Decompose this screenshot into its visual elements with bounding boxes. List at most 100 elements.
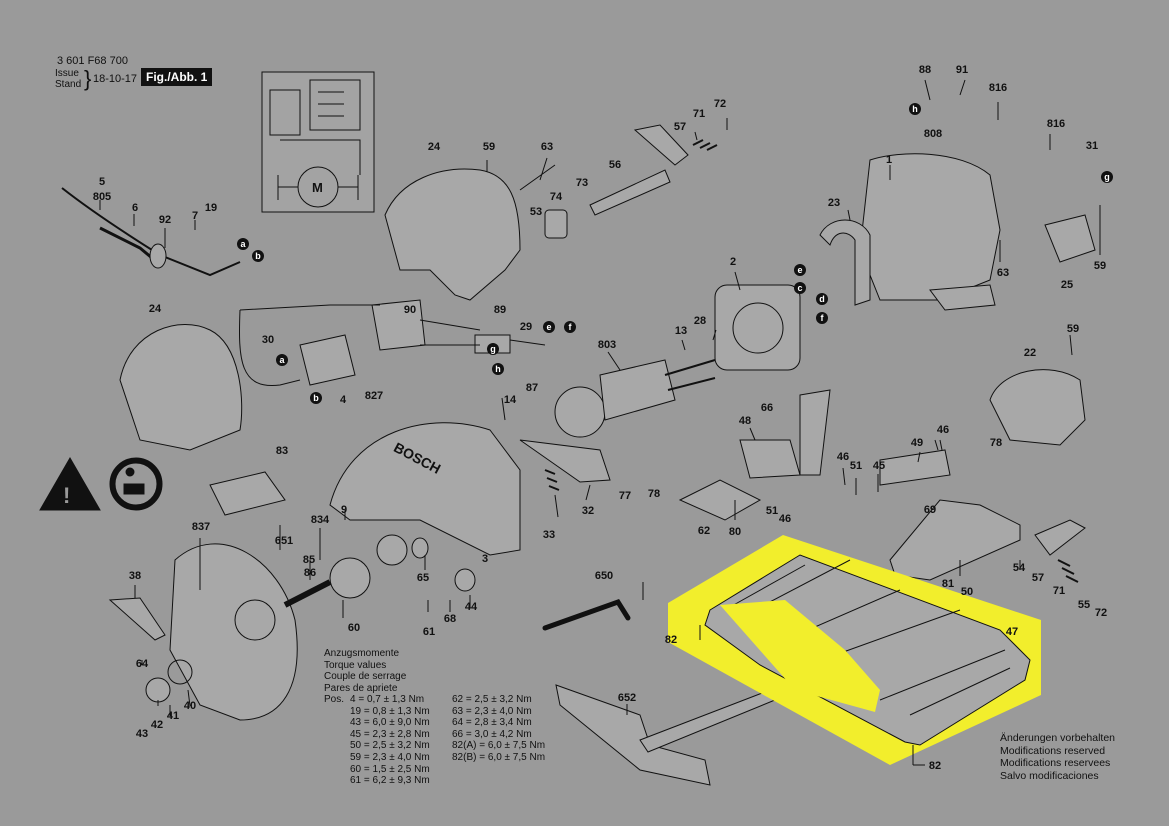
part-label-25: 25	[1060, 279, 1074, 291]
wire-marker-h: h	[909, 103, 921, 115]
part-label-59: 59	[482, 141, 496, 153]
figure-label: Fig./Abb. 1	[141, 68, 213, 86]
part-label-13: 13	[674, 325, 688, 337]
part-label-56: 56	[608, 159, 622, 171]
wire-marker-e: e	[543, 321, 555, 333]
part-label-90: 90	[403, 304, 417, 316]
part-label-57: 57	[1031, 572, 1045, 584]
part-label-48: 48	[738, 415, 752, 427]
torque-row: 45 = 2,3 ± 2,8 Nm	[350, 728, 430, 740]
part-label-38: 38	[128, 570, 142, 582]
part-label-51: 51	[765, 505, 779, 517]
part-label-77: 77	[618, 490, 632, 502]
modifications-note: Änderungen vorbehalten Modifications res…	[1000, 732, 1115, 782]
part-label-3: 3	[481, 553, 489, 565]
part-label-33: 33	[542, 529, 556, 541]
wire-marker-e: e	[794, 264, 806, 276]
torque-row: 60 = 1,5 ± 2,5 Nm	[350, 763, 430, 775]
part-label-45: 45	[872, 460, 886, 472]
part-label-89: 89	[493, 304, 507, 316]
wire-marker-f: f	[564, 321, 576, 333]
part-label-808: 808	[923, 128, 943, 140]
svg-text:M: M	[312, 180, 323, 195]
part-label-31: 31	[1085, 140, 1099, 152]
part-label-24: 24	[148, 303, 162, 315]
part-label-827: 827	[364, 390, 384, 402]
torque-title-es: Pares de apriete	[324, 682, 398, 694]
part-label-82: 82	[664, 634, 678, 646]
issue-brace: }	[84, 66, 92, 91]
modifications-fr: Modifications reservees	[1000, 757, 1111, 769]
part-label-816: 816	[1046, 118, 1066, 130]
torque-row: 62 = 2,5 ± 3,2 Nm	[452, 694, 532, 705]
torque-title-en: Torque values	[324, 659, 387, 671]
wire-marker-f: f	[816, 312, 828, 324]
stand-label: Stand	[55, 79, 82, 90]
read-manual-icon	[110, 458, 162, 510]
part-label-51: 51	[849, 460, 863, 472]
torque-row: 50 = 2,5 ± 3,2 Nm	[350, 740, 430, 752]
part-label-85: 85	[302, 554, 316, 566]
torque-column-2: 62 = 2,5 ± 3,2 Nm 63 = 2,3 ± 4,0 Nm 64 =…	[452, 694, 545, 764]
torque-row: 19 = 0,8 ± 1,3 Nm	[350, 705, 430, 717]
part-label-65: 65	[416, 572, 430, 584]
torque-row: 61 = 6,2 ± 9,3 Nm	[350, 775, 430, 787]
torque-row: 82(A) = 6,0 ± 7,5 Nm	[452, 740, 546, 752]
part-label-83: 83	[275, 445, 289, 457]
part-label-42: 42	[150, 719, 164, 731]
part-label-71: 71	[692, 108, 706, 120]
part-label-80: 80	[728, 526, 742, 538]
part-label-7: 7	[191, 210, 199, 222]
wire-marker-b: b	[310, 392, 322, 404]
part-label-87: 87	[525, 382, 539, 394]
part-label-834: 834	[310, 514, 330, 526]
wire-marker-d: d	[816, 293, 828, 305]
part-label-23: 23	[827, 197, 841, 209]
part-label-92: 92	[158, 214, 172, 226]
part-label-73: 73	[575, 177, 589, 189]
part-label-46: 46	[836, 451, 850, 463]
part-label-82: 82	[928, 760, 942, 772]
torque-row: 4 = 0,7 ± 1,3 Nm	[350, 694, 425, 705]
warning-icon: !	[63, 483, 71, 508]
part-label-91: 91	[955, 64, 969, 76]
part-label-57: 57	[673, 121, 687, 133]
part-label-44: 44	[464, 601, 478, 613]
torque-row: 82(B) = 6,0 ± 7,5 Nm	[452, 751, 546, 763]
base-plate-47-highlight	[668, 535, 1041, 765]
part-label-40: 40	[183, 700, 197, 712]
part-label-5: 5	[98, 176, 106, 188]
wire-marker-c: c	[794, 282, 806, 294]
wire-marker-g: g	[487, 343, 499, 355]
part-label-62: 62	[697, 525, 711, 537]
part-label-74: 74	[549, 191, 563, 203]
part-label-78: 78	[989, 437, 1003, 449]
part-label-19: 19	[204, 202, 218, 214]
wire-marker-h: h	[492, 363, 504, 375]
torque-table: Anzugsmomente Torque values Couple de se…	[324, 648, 406, 694]
part-label-86: 86	[303, 567, 317, 579]
wire-marker-a: a	[237, 238, 249, 250]
part-label-29: 29	[519, 321, 533, 333]
torque-row: 59 = 2,3 ± 4,0 Nm	[350, 751, 430, 763]
part-label-1: 1	[885, 154, 893, 166]
part-label-78: 78	[647, 488, 661, 500]
part-label-837: 837	[191, 521, 211, 533]
part-label-9: 9	[340, 504, 348, 516]
torque-row: 63 = 2,3 ± 4,0 Nm	[452, 705, 532, 717]
part-label-28: 28	[693, 315, 707, 327]
part-label-43: 43	[135, 728, 149, 740]
part-label-41: 41	[166, 710, 180, 722]
part-label-63: 63	[996, 267, 1010, 279]
part-label-71: 71	[1052, 585, 1066, 597]
part-label-651: 651	[274, 535, 294, 547]
part-label-68: 68	[443, 613, 457, 625]
part-label-805: 805	[92, 191, 112, 203]
part-label-72: 72	[713, 98, 727, 110]
torque-row: 43 = 6,0 ± 9,0 Nm	[350, 717, 430, 729]
part-label-54: 54	[1012, 562, 1026, 574]
part-label-66: 66	[760, 402, 774, 414]
part-label-49: 49	[910, 437, 924, 449]
